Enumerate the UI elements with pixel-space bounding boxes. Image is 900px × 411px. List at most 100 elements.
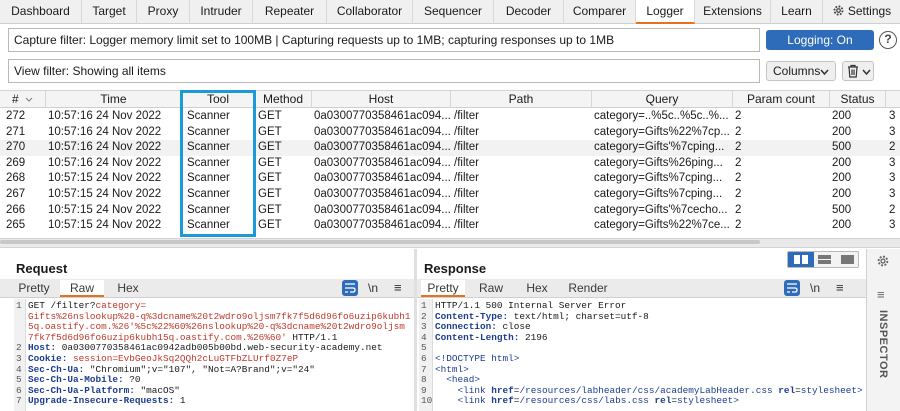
code-token: Content-Length:	[435, 331, 520, 343]
column-header-method[interactable]: Method	[255, 91, 312, 108]
code-token: rel	[778, 384, 796, 396]
tab-target[interactable]: Target	[82, 0, 137, 24]
gear-icon[interactable]	[876, 254, 890, 268]
code-token: stylesheet>	[677, 395, 739, 407]
columns-button[interactable]: Columns	[766, 61, 836, 81]
cell-param-count: 2	[735, 203, 742, 216]
layout-stacked-button[interactable]	[812, 252, 838, 267]
tab-proxy[interactable]: Proxy	[137, 0, 190, 24]
menu-icon[interactable]: ≡	[394, 280, 402, 295]
inspector-menu-icon[interactable]: ≡	[877, 287, 885, 302]
column-header-host[interactable]: Host	[312, 91, 451, 108]
cell-method: GET	[258, 203, 282, 216]
tab-collaborator[interactable]: Collaborator	[327, 0, 413, 24]
cell-host: 0a0300770358461ac094...	[314, 141, 451, 154]
response-pane-title: Response	[424, 261, 487, 276]
table-row[interactable]: 266 10:57:15 24 Nov 2022 Scanner GET 0a0…	[0, 203, 900, 219]
code-token: =	[671, 395, 677, 407]
pane-vertical-divider[interactable]	[414, 249, 417, 411]
line-number: 2	[16, 342, 22, 354]
code-line: Upgrade-Insecure-Requests: 1	[28, 396, 412, 407]
tab-response-pretty[interactable]: Pretty	[421, 280, 465, 297]
tab-comparer[interactable]: Comparer	[564, 0, 636, 24]
tab-extensions[interactable]: Extensions	[695, 0, 771, 24]
table-row[interactable]: 269 10:57:16 24 Nov 2022 Scanner GET 0a0…	[0, 156, 900, 172]
column-header-number[interactable]: #	[0, 91, 46, 108]
tab-dashboard[interactable]: Dashboard	[0, 0, 82, 24]
wrap-toggle-button[interactable]	[342, 280, 358, 296]
cell-query: category=Gifts%22%7cp...	[594, 125, 730, 138]
pane-splitter[interactable]	[0, 244, 900, 248]
column-header-truncated[interactable]: 3	[886, 91, 900, 108]
tab-request-hex[interactable]: Hex	[117, 281, 139, 295]
tab-settings[interactable]: Settings	[823, 0, 900, 24]
cell-param-count: 2	[735, 219, 742, 232]
code-line: <link href=/resources/labheader/css/acad…	[435, 384, 865, 397]
column-header-status[interactable]: Status	[830, 91, 886, 108]
code-token: 1	[174, 395, 186, 407]
code-token: ?0	[123, 374, 141, 386]
column-header-path[interactable]: Path	[451, 91, 592, 108]
cell-param-count: 2	[735, 110, 742, 122]
inspector-sidebar[interactable]: ≡	[866, 249, 900, 411]
code-token	[435, 374, 446, 385]
menu-icon[interactable]: ≡	[836, 280, 844, 295]
code-token: <link	[457, 395, 492, 407]
layout-side-by-side-button[interactable]	[788, 252, 814, 267]
code-line: Sec-Ch-Ua-Platform: "macOS"	[28, 385, 412, 397]
cell-query: category=Gifts%7cping...	[594, 187, 723, 200]
code-token: /resources/css/labs.css	[519, 395, 655, 407]
tab-learn[interactable]: Learn	[771, 0, 823, 24]
cell-host: 0a0300770358461ac094...	[314, 110, 451, 122]
cell-truncated: 3	[889, 125, 896, 138]
code-line: Host: 0a0300770358461ac0942adb005b00bd.w…	[28, 343, 412, 354]
layout-single-button[interactable]	[836, 252, 862, 267]
code-token: Connection:	[435, 321, 497, 333]
inspector-label[interactable]: INSPECTOR	[877, 310, 889, 379]
code-line: 5q.oastify.com.%26'%5c%22%60%26nslookup%…	[28, 321, 412, 333]
tab-repeater[interactable]: Repeater	[253, 0, 327, 24]
column-header-time[interactable]: Time	[46, 91, 182, 108]
tab-logger[interactable]: Logger	[636, 0, 695, 24]
code-token: text/html; charset=utf-8	[508, 310, 649, 322]
tab-request-raw[interactable]: Raw	[60, 280, 104, 297]
table-row[interactable]: 271 10:57:16 24 Nov 2022 Scanner GET 0a0…	[0, 125, 900, 141]
cell-tool: Scanner	[187, 156, 230, 169]
line-number: 3	[16, 353, 22, 364]
log-table-header: # Time Tool Method Host Path Query Param…	[0, 90, 900, 108]
table-row[interactable]: 265 10:57:15 24 Nov 2022 Scanner GET 0a0…	[0, 218, 900, 234]
cell-truncated: 3	[889, 172, 896, 185]
clear-log-button[interactable]	[842, 61, 874, 81]
help-icon[interactable]: ?	[879, 31, 897, 49]
sort-indicator-icon	[25, 97, 33, 102]
line-number: 4	[421, 331, 427, 343]
newline-toggle-button[interactable]: \n	[368, 281, 379, 295]
table-horizontal-scrollbar[interactable]	[0, 238, 900, 244]
column-header-query[interactable]: Query	[592, 91, 733, 108]
tab-decoder[interactable]: Decoder	[494, 0, 564, 24]
tab-request-pretty[interactable]: Pretty	[18, 281, 50, 295]
view-filter-bar[interactable]: View filter: Showing all items	[8, 59, 760, 83]
table-row[interactable]: 268 10:57:15 24 Nov 2022 Scanner GET 0a0…	[0, 171, 900, 187]
table-row[interactable]: 270 10:57:16 24 Nov 2022 Scanner GET 0a0…	[0, 140, 900, 156]
table-row[interactable]: 272 10:57:16 24 Nov 2022 Scanner GET 0a0…	[0, 109, 900, 125]
column-header-param-count[interactable]: Param count	[733, 91, 830, 108]
cell-status: 200	[832, 172, 852, 185]
cell-host: 0a0300770358461ac094...	[314, 203, 451, 216]
code-token: <head>	[446, 374, 481, 386]
tab-response-render[interactable]: Render	[568, 281, 608, 295]
table-row[interactable]: 267 10:57:15 24 Nov 2022 Scanner GET 0a0…	[0, 187, 900, 203]
code-token: =	[513, 384, 520, 396]
tab-intruder[interactable]: Intruder	[190, 0, 253, 24]
cell-tool: Scanner	[187, 203, 230, 216]
wrap-toggle-button[interactable]	[784, 280, 800, 296]
capture-filter-bar[interactable]: Capture filter: Logger memory limit set …	[8, 28, 760, 52]
tab-response-hex[interactable]: Hex	[526, 281, 548, 295]
logging-toggle-button[interactable]: Logging: On	[766, 30, 874, 50]
cell-number: 269	[6, 156, 26, 169]
tab-sequencer[interactable]: Sequencer	[413, 0, 494, 24]
newline-toggle-button[interactable]: \n	[810, 281, 821, 295]
tab-response-raw[interactable]: Raw	[478, 281, 503, 295]
